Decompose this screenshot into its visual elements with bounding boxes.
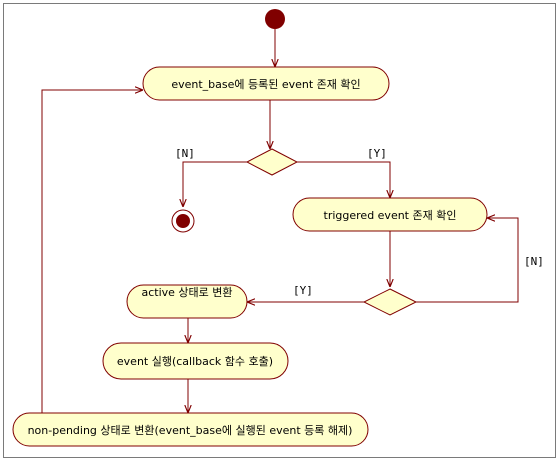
node-run-callback — [102, 342, 289, 380]
decision-node-triggered — [362, 288, 418, 316]
label-to-active: active 상태로 변환 — [141, 286, 232, 299]
edge-decision1-no — [183, 161, 247, 207]
node-check-base — [142, 66, 390, 101]
decision-node-base — [245, 148, 299, 176]
edge-decision2-no — [416, 218, 519, 303]
label-run-callback: event 실행(callback 함수 호출) — [117, 355, 273, 368]
guard-second-yes: [Y] — [293, 284, 313, 297]
node-to-active — [126, 284, 248, 319]
guard-second-no: [N] — [524, 255, 544, 268]
edge-decision1-yes — [297, 161, 390, 198]
label-to-nonpending: non-pending 상태로 변환(event_base에 실행된 event… — [28, 423, 353, 437]
label-check-base: event_base에 등록된 event 존재 확인 — [171, 78, 360, 91]
final-node — [171, 209, 195, 233]
node-to-nonpending — [12, 412, 369, 447]
guard-first-no: [N] — [175, 147, 195, 160]
diagram-frame — [3, 3, 556, 458]
initial-node — [265, 9, 285, 29]
label-check-triggered: triggered event 존재 확인 — [324, 209, 457, 222]
guard-first-yes: [Y] — [367, 147, 387, 160]
edge-loop-back — [41, 90, 143, 413]
node-check-triggered — [292, 197, 488, 232]
